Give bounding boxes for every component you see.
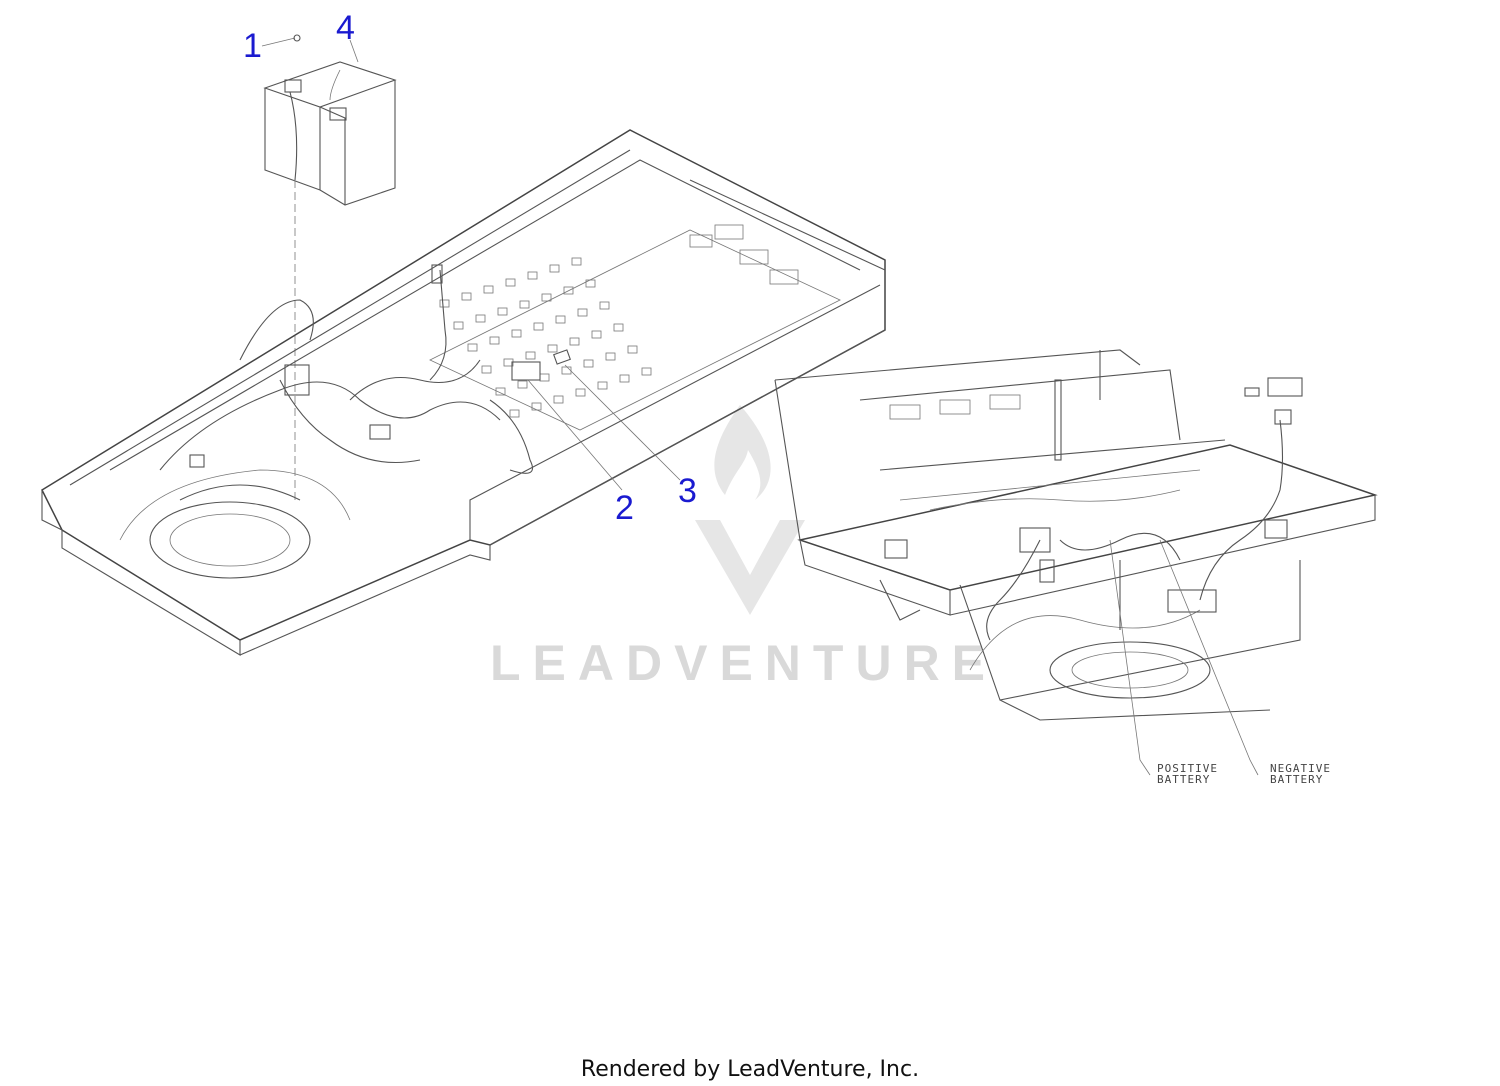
positive-note-line1: POSITIVE — [1157, 762, 1218, 775]
left-frame-grid — [439, 257, 652, 418]
floor-hole — [549, 264, 560, 273]
watermark-v-icon — [695, 520, 805, 615]
right-harness — [986, 377, 1303, 776]
right-frame — [774, 349, 1378, 721]
footer-credit: Rendered by LeadVenture, Inc. — [581, 1057, 919, 1082]
floor-hole — [555, 315, 566, 324]
floor-hole — [527, 271, 538, 280]
floor-hole — [533, 322, 544, 331]
floor-hole — [583, 359, 594, 368]
left-harness — [159, 264, 681, 501]
floor-hole — [597, 381, 608, 390]
floor-hole — [599, 301, 610, 310]
floor-hole — [475, 314, 486, 323]
floor-hole — [531, 402, 542, 411]
floor-hole — [571, 257, 582, 266]
floor-hole — [641, 367, 652, 376]
floor-hole — [569, 337, 580, 346]
floor-hole — [453, 321, 464, 330]
callout-2: 2 — [615, 489, 634, 527]
floor-hole — [585, 279, 596, 288]
floor-hole — [483, 285, 494, 294]
negative-note-line1: NEGATIVE — [1270, 762, 1331, 775]
floor-hole — [605, 352, 616, 361]
leader-lines — [261, 34, 359, 63]
floor-hole — [509, 409, 520, 418]
callout-4: 4 — [336, 9, 355, 47]
left-frame — [41, 129, 886, 656]
floor-hole — [577, 308, 588, 317]
floor-hole — [541, 293, 552, 302]
floor-hole — [553, 395, 564, 404]
watermark-flame-icon — [714, 405, 771, 500]
watermark-text: LEADVENTURE — [490, 635, 997, 691]
floor-hole — [489, 336, 500, 345]
floor-hole — [495, 387, 506, 396]
floor-hole — [547, 344, 558, 353]
floor-hole — [619, 374, 630, 383]
floor-hole — [481, 365, 492, 374]
floor-hole — [439, 299, 450, 308]
floor-hole — [561, 366, 572, 375]
floor-hole — [497, 307, 508, 316]
floor-hole — [591, 330, 602, 339]
floor-hole — [467, 343, 478, 352]
callout-3: 3 — [678, 472, 697, 510]
floor-hole — [539, 373, 550, 382]
floor-hole — [627, 345, 638, 354]
floor-hole — [519, 300, 530, 309]
positive-note-line2: BATTERY — [1157, 773, 1210, 786]
watermark: LEADVENTURE — [490, 405, 997, 691]
battery — [263, 61, 397, 500]
floor-hole — [613, 323, 624, 332]
callout-1: 1 — [243, 27, 262, 65]
negative-note-line2: BATTERY — [1270, 773, 1323, 786]
floor-hole — [505, 278, 516, 287]
floor-hole — [511, 329, 522, 338]
floor-hole — [575, 388, 586, 397]
floor-hole — [525, 351, 536, 360]
floor-hole — [517, 380, 528, 389]
floor-hole — [563, 286, 574, 295]
floor-hole — [461, 292, 472, 301]
